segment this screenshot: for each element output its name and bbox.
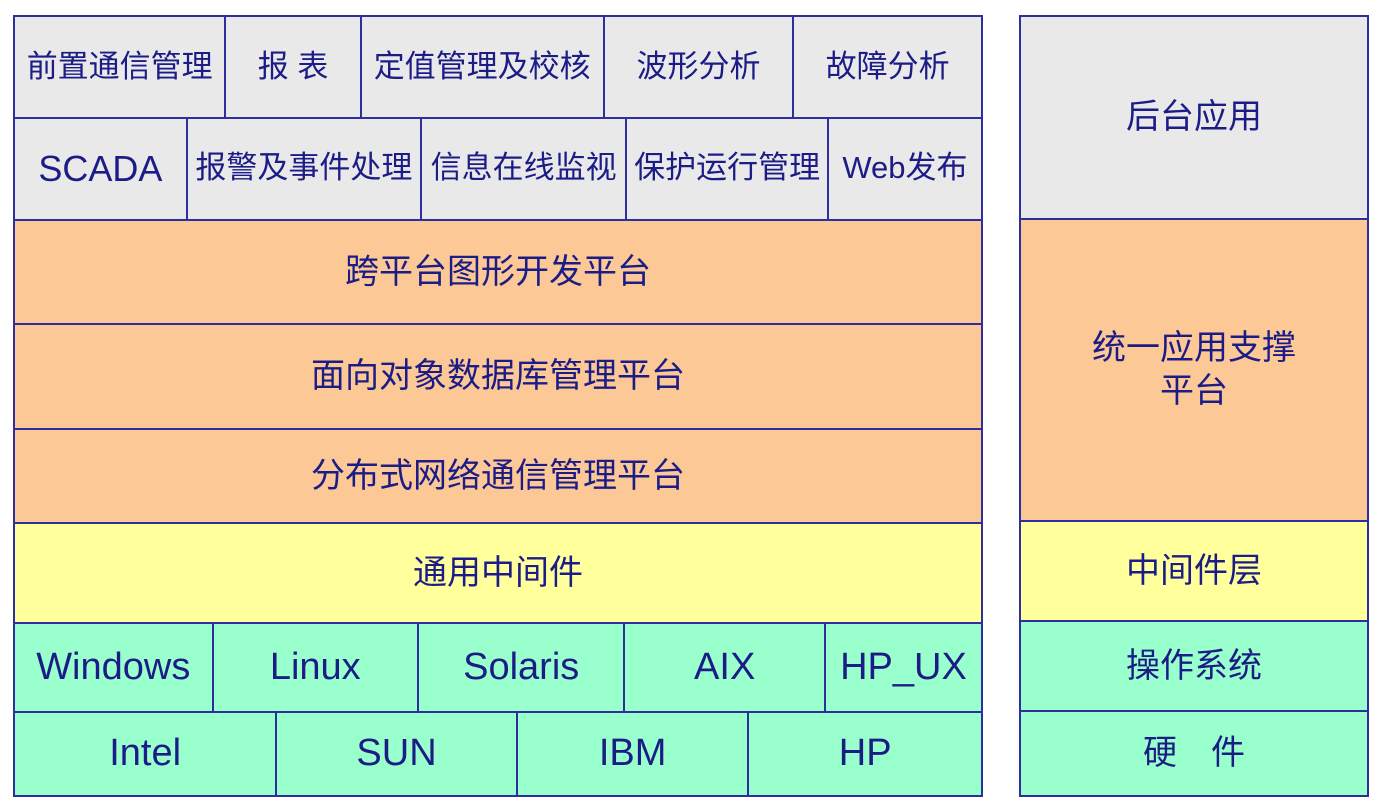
backend-app-row: 后台应用 (1021, 17, 1367, 221)
cell-middleware-layer: 中间件层 (1021, 522, 1367, 621)
cell-label: Linux (269, 645, 361, 688)
cell-label: 波形分析 (636, 48, 761, 84)
cell-windows: Windows (15, 623, 214, 711)
cell-label: Solaris (463, 645, 580, 688)
cell-distributed-network-comm: 分布式网络通信管理平台 (15, 430, 981, 522)
cell-oo-database-mgmt: 面向对象数据库管理平台 (15, 325, 981, 428)
hw-row: Intel SUN IBM HP (15, 712, 981, 796)
cell-label: 前置通信管理 (26, 48, 213, 84)
cell-setting-mgmt-check: 定值管理及校核 (362, 17, 605, 117)
cell-label: Intel (109, 732, 182, 775)
cell-linux: Linux (214, 623, 419, 711)
cell-backend-app: 后台应用 (1021, 17, 1367, 218)
app-row-2: SCADA 报警及事件处理 信息在线监视 保护运行管理 Web发布 (15, 118, 981, 221)
cell-label: 保护运行管理 (634, 150, 821, 186)
cell-cross-platform-graphics: 跨平台图形开发平台 (15, 221, 981, 324)
cell-os-layer: 操作系统 (1021, 622, 1367, 710)
cell-label: 中间件层 (1126, 551, 1262, 590)
platform-row-database: 面向对象数据库管理平台 (15, 325, 981, 430)
cell-hp-ux: HP_UX (826, 624, 981, 711)
cell-label: 面向对象数据库管理平台 (311, 357, 685, 396)
cell-label: 报 表 (257, 48, 329, 84)
cell-label: Web发布 (842, 150, 968, 186)
cell-label: 统一应用支撑 平台 (1092, 329, 1296, 410)
cell-label: HP_UX (840, 645, 967, 688)
middleware-row: 通用中间件 (15, 523, 981, 624)
cell-label: IBM (598, 732, 667, 775)
platform-row-network-comm: 分布式网络通信管理平台 (15, 430, 981, 524)
cell-waveform-analysis: 波形分析 (605, 17, 795, 117)
os-row: Windows Linux Solaris AIX HP_UX (15, 623, 981, 713)
right-stack: 后台应用 统一应用支撑 平台 中间件层 操作系统 硬 件 (1019, 15, 1369, 797)
cell-front-comm-mgmt: 前置通信管理 (15, 17, 227, 117)
cell-solaris: Solaris (419, 623, 626, 711)
cell-intel: Intel (15, 712, 278, 796)
app-row-1: 前置通信管理 报 表 定值管理及校核 波形分析 故障分析 (15, 17, 981, 119)
cell-hp: HP (749, 713, 981, 795)
cell-label: 操作系统 (1126, 647, 1262, 686)
platform-row-graphics: 跨平台图形开发平台 (15, 220, 981, 326)
cell-label: 硬 件 (1143, 734, 1245, 773)
cell-label: AIX (694, 645, 756, 688)
cell-alarm-event-processing: 报警及事件处理 (188, 118, 422, 219)
cell-label: 后台应用 (1126, 98, 1262, 137)
cell-ibm: IBM (518, 712, 750, 796)
cell-protection-operation-mgmt: 保护运行管理 (627, 118, 829, 219)
cell-info-online-monitor: 信息在线监视 (422, 118, 628, 219)
cell-aix: AIX (625, 623, 826, 711)
cell-sun: SUN (277, 712, 518, 796)
os-layer-row: 操作系统 (1021, 622, 1367, 713)
cell-general-middleware: 通用中间件 (15, 524, 981, 622)
cell-label: 报警及事件处理 (195, 150, 413, 186)
cell-label: 定值管理及校核 (373, 48, 591, 84)
cell-fault-analysis: 故障分析 (794, 17, 981, 117)
cell-label: 分布式网络通信管理平台 (311, 456, 685, 495)
cell-web-publish: Web发布 (829, 119, 981, 219)
cell-label: HP (838, 732, 892, 775)
cell-unified-app-support-platform: 统一应用支撑 平台 (1021, 220, 1367, 520)
cell-hardware-layer: 硬 件 (1021, 712, 1367, 795)
cell-label: 故障分析 (825, 48, 950, 84)
cell-label: 通用中间件 (413, 553, 583, 592)
cell-report: 报 表 (226, 17, 362, 117)
cell-scada: SCADA (15, 118, 188, 219)
cell-label: 信息在线监视 (430, 150, 617, 186)
cell-label: Windows (36, 645, 191, 688)
cell-label: SUN (356, 732, 437, 775)
left-stack: 前置通信管理 报 表 定值管理及校核 波形分析 故障分析 SCADA 报警及事件… (13, 15, 983, 797)
hardware-layer-row: 硬 件 (1021, 712, 1367, 795)
cell-label: SCADA (38, 148, 163, 190)
cell-label: 跨平台图形开发平台 (345, 252, 651, 291)
middleware-layer-row: 中间件层 (1021, 521, 1367, 623)
unified-support-platform-row: 统一应用支撑 平台 (1021, 220, 1367, 522)
